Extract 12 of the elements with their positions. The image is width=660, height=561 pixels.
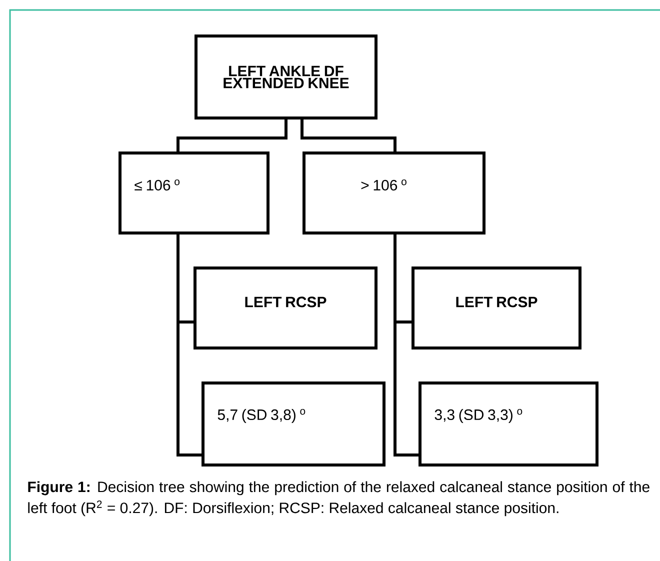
box: LEFT RCSP [194,266,378,350]
box: LEFT RCSP [412,266,582,350]
connector-line [300,116,396,154]
box: ≤ 106 $^{o}$ [118,152,270,234]
connector-line [176,232,204,456]
box: > 106 $^{o}$ [302,152,486,234]
caption: Figure 1: Decision tree showing the prediction of the relaxed calcaneal stance position of the left foot (R$^{2}$ = 0.27). DF: Dorsiflexion; RCSP: Relaxed calcaneal stance position. [28,481,650,516]
box: LEFT ANKLE DF EXTENDED KNEE [194,34,378,120]
box: 3,3 (SD 3,3) $^{o}$ [418,382,598,466]
connector-line [394,232,422,456]
box: 5,7 (SD 3,8) $^{o}$ [202,382,386,466]
connector-line [176,116,288,154]
